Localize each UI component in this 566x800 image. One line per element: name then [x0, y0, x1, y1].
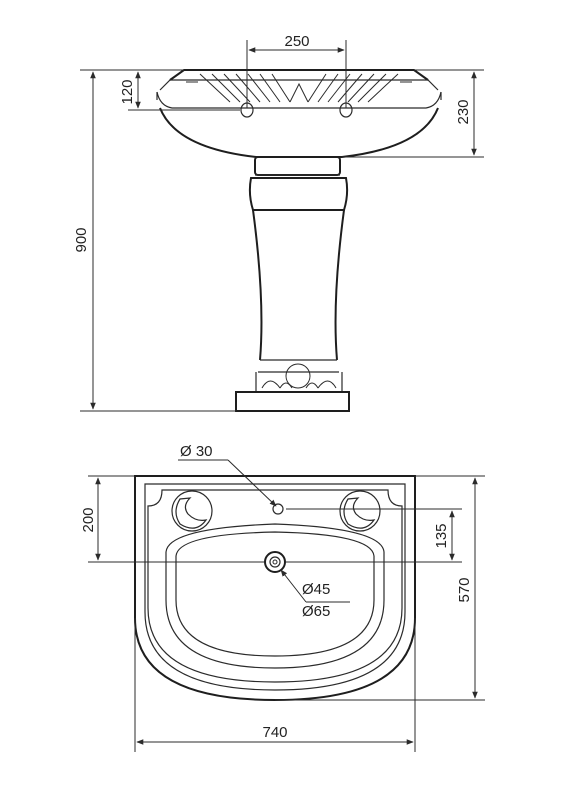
dim-total-height-label: 900: [73, 227, 90, 252]
basin-plan-rim: [144, 483, 406, 691]
dim-rim-to-tap-holes: 120: [119, 69, 240, 111]
dim-tap-spacing: 250: [246, 33, 347, 108]
dim-back-to-tap-holes-label: 200: [80, 507, 97, 532]
dim-basin-height-label: 230: [455, 99, 472, 124]
elevation-view: 250 120 230 900: [73, 33, 484, 412]
pedestal: [235, 156, 350, 412]
dim-drain-diameters: Ø45 Ø65: [280, 569, 350, 620]
basin-plan-outline: [134, 475, 416, 702]
dim-tap-hole-to-drain-label: 135: [433, 523, 450, 548]
dim-drain-outer-diameter-label: Ø65: [302, 603, 330, 620]
drain: [264, 551, 286, 573]
dim-total-height: 900: [73, 69, 236, 412]
basin-plan-inner-rim: [147, 489, 403, 683]
dim-drain-diameter-label: Ø45: [302, 581, 330, 598]
plan-view: Ø 30 200 135 570 Ø45 Ø65: [80, 443, 485, 752]
dim-tap-hole-diameter: Ø 30: [178, 443, 277, 507]
tap-boss-right: [339, 490, 381, 532]
dim-basin-height: 230: [342, 69, 484, 158]
dim-tap-hole-diameter-label: Ø 30: [180, 443, 213, 460]
dim-back-to-tap-holes: 200: [80, 475, 264, 563]
dim-width-label: 740: [262, 724, 287, 741]
dim-depth-label: 570: [456, 577, 473, 602]
dim-tap-spacing-label: 250: [284, 33, 309, 50]
dim-width: 740: [134, 618, 416, 752]
bowl-inner: [175, 531, 375, 657]
basin-elevation: [156, 69, 442, 158]
dim-tap-hole-to-drain: 135: [286, 508, 462, 563]
pedestal-decoration: [261, 363, 337, 389]
bowl-outer: [165, 523, 385, 669]
dim-rim-to-tap-holes-label: 120: [119, 79, 136, 104]
center-tap-hole: [272, 503, 284, 515]
dim-depth: 570: [275, 475, 485, 701]
tap-boss-left: [171, 490, 213, 532]
rim-decoration: [186, 73, 412, 103]
